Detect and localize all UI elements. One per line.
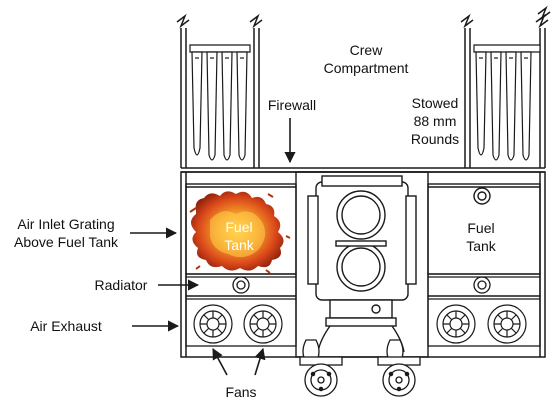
arrow-icon: [130, 118, 296, 376]
air-inlet-label-2: Above Fuel Tank: [14, 234, 119, 250]
fuel-tank-right-label: Fuel: [467, 220, 494, 236]
radiator-right: [427, 273, 541, 297]
engine-block: [295, 171, 429, 358]
fan-icon: [436, 304, 476, 344]
drive-sprocket-left: [299, 339, 343, 397]
fuel-tank-right-label-2: Tank: [466, 238, 497, 254]
fan-icon: [193, 304, 233, 344]
stowed-rounds-label-2: 88 mm: [414, 113, 457, 129]
radiator-left: [185, 273, 297, 297]
fuel-tank-left-label: Fuel: [225, 219, 252, 235]
air-exhaust-label: Air Exhaust: [30, 318, 102, 334]
fuel-tank-left-label-2: Tank: [224, 237, 255, 253]
drive-sprocket-right: [377, 339, 421, 397]
radiator-icon: [232, 276, 250, 294]
stowed-rounds-label: Stowed: [412, 95, 459, 111]
crew-compartment-walls: [176, 5, 551, 168]
fan-icon: [243, 304, 283, 344]
stowed-rounds-label-3: Rounds: [411, 131, 459, 147]
fan-icon: [487, 304, 527, 344]
stowed-rounds-right: [473, 44, 541, 161]
fans-label: Fans: [225, 384, 256, 400]
radiator-label: Radiator: [95, 277, 148, 293]
stowed-rounds-left: [189, 44, 251, 161]
firewall-label: Firewall: [268, 97, 316, 113]
crew-compartment-label: Crew: [350, 42, 384, 58]
air-inlet-label: Air Inlet Grating: [17, 216, 114, 232]
fire-icon: [189, 191, 291, 274]
crew-compartment-label-2: Compartment: [324, 60, 409, 76]
